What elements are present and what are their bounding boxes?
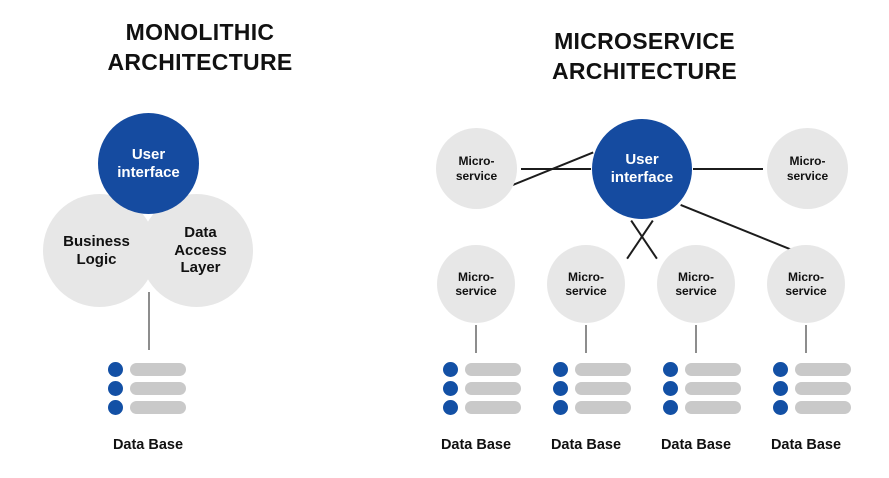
connector-center-to-ms-right xyxy=(693,168,763,170)
circle-microservice-bottom-2[interactable]: Micro- service xyxy=(547,245,625,323)
database-dot-icon xyxy=(443,381,458,396)
circle-microservice-bottom-4[interactable]: Micro- service xyxy=(767,245,845,323)
database-row xyxy=(773,362,851,377)
database-row xyxy=(108,400,186,415)
database-label-ms-4: Data Base xyxy=(770,437,842,453)
monolithic-architecture-panel: MONOLITHIC ARCHITECTURE Business Logic D… xyxy=(0,0,400,478)
connector-center-to-ms-b2 xyxy=(626,220,654,260)
monolithic-venn-group: Business Logic Data Access Layer User in… xyxy=(0,0,400,478)
connector-center-to-ms-b3 xyxy=(630,220,658,260)
circle-user-interface-label: User interface xyxy=(117,145,180,181)
circle-user-interface-label: User interface xyxy=(610,151,674,186)
circle-microservice-label: Micro- service xyxy=(675,269,717,298)
database-dot-icon xyxy=(553,400,568,415)
database-icon-monolithic[interactable] xyxy=(108,362,186,415)
connector-venn-to-database xyxy=(148,292,150,350)
database-bar xyxy=(685,382,741,395)
database-bar xyxy=(130,401,186,414)
database-icon-ms-2[interactable] xyxy=(553,362,631,415)
database-label-monolithic: Data Base xyxy=(112,437,184,453)
connector-ms-b2-to-database xyxy=(585,325,587,353)
connector-center-to-ms-left xyxy=(521,168,591,170)
database-dot-icon xyxy=(553,362,568,377)
circle-microservice-bottom-3[interactable]: Micro- service xyxy=(657,245,735,323)
database-dot-icon xyxy=(443,362,458,377)
connector-ms-b3-to-database xyxy=(695,325,697,353)
database-icon-ms-1[interactable] xyxy=(443,362,521,415)
database-bar xyxy=(465,382,521,395)
database-row xyxy=(108,381,186,396)
database-row xyxy=(443,381,521,396)
database-bar xyxy=(795,382,851,395)
database-row xyxy=(553,400,631,415)
circle-microservice-label: Micro- service xyxy=(786,154,829,183)
database-row xyxy=(663,362,741,377)
database-dot-icon xyxy=(773,381,788,396)
circle-microservice-label: Micro- service xyxy=(455,269,497,298)
circle-microservice-label: Micro- service xyxy=(565,269,607,298)
database-label-ms-2: Data Base xyxy=(550,437,622,453)
database-row xyxy=(773,381,851,396)
database-dot-icon xyxy=(773,400,788,415)
circle-microservice-label: Micro- service xyxy=(785,269,827,298)
database-label-ms-1: Data Base xyxy=(440,437,512,453)
connector-ms-b4-to-database xyxy=(805,325,807,353)
database-bar xyxy=(685,363,741,376)
database-bar xyxy=(130,363,186,376)
circle-user-interface[interactable]: User interface xyxy=(98,113,199,214)
circle-microservice-label: Micro- service xyxy=(455,154,498,183)
database-bar xyxy=(685,401,741,414)
database-dot-icon xyxy=(108,362,123,377)
microservice-title: MICROSERVICE ARCHITECTURE xyxy=(551,28,738,84)
database-bar xyxy=(575,363,631,376)
database-bar xyxy=(465,363,521,376)
database-label-ms-3: Data Base xyxy=(660,437,732,453)
database-dot-icon xyxy=(553,381,568,396)
database-icon-ms-3[interactable] xyxy=(663,362,741,415)
database-row xyxy=(663,381,741,396)
database-dot-icon xyxy=(443,400,458,415)
database-dot-icon xyxy=(663,400,678,415)
database-dot-icon xyxy=(663,362,678,377)
circle-microservice-bottom-1[interactable]: Micro- service xyxy=(437,245,515,323)
connector-ms-b1-to-database xyxy=(475,325,477,353)
database-icon-ms-4[interactable] xyxy=(773,362,851,415)
circle-business-logic-label: Business Logic xyxy=(63,232,130,268)
database-row xyxy=(108,362,186,377)
database-bar xyxy=(130,382,186,395)
database-bar xyxy=(575,401,631,414)
circle-data-access-layer-label: Data Access Layer xyxy=(174,223,227,277)
database-row xyxy=(773,400,851,415)
database-bar xyxy=(795,401,851,414)
circle-business-logic[interactable]: Business Logic xyxy=(43,194,156,307)
database-bar xyxy=(795,363,851,376)
database-dot-icon xyxy=(108,400,123,415)
circle-user-interface-center[interactable]: User interface xyxy=(592,119,692,219)
microservice-architecture-panel: MICROSERVICE ARCHITECTURE Micro- service… xyxy=(400,0,889,478)
database-row xyxy=(663,400,741,415)
database-row xyxy=(553,362,631,377)
database-row xyxy=(443,362,521,377)
database-row xyxy=(443,400,521,415)
database-dot-icon xyxy=(108,381,123,396)
database-dot-icon xyxy=(663,381,678,396)
circle-microservice-top-right[interactable]: Micro- service xyxy=(767,128,848,209)
circle-microservice-top-left[interactable]: Micro- service xyxy=(436,128,517,209)
database-dot-icon xyxy=(773,362,788,377)
database-bar xyxy=(465,401,521,414)
monolithic-title: MONOLITHIC ARCHITECTURE xyxy=(107,19,293,75)
database-bar xyxy=(575,382,631,395)
database-row xyxy=(553,381,631,396)
